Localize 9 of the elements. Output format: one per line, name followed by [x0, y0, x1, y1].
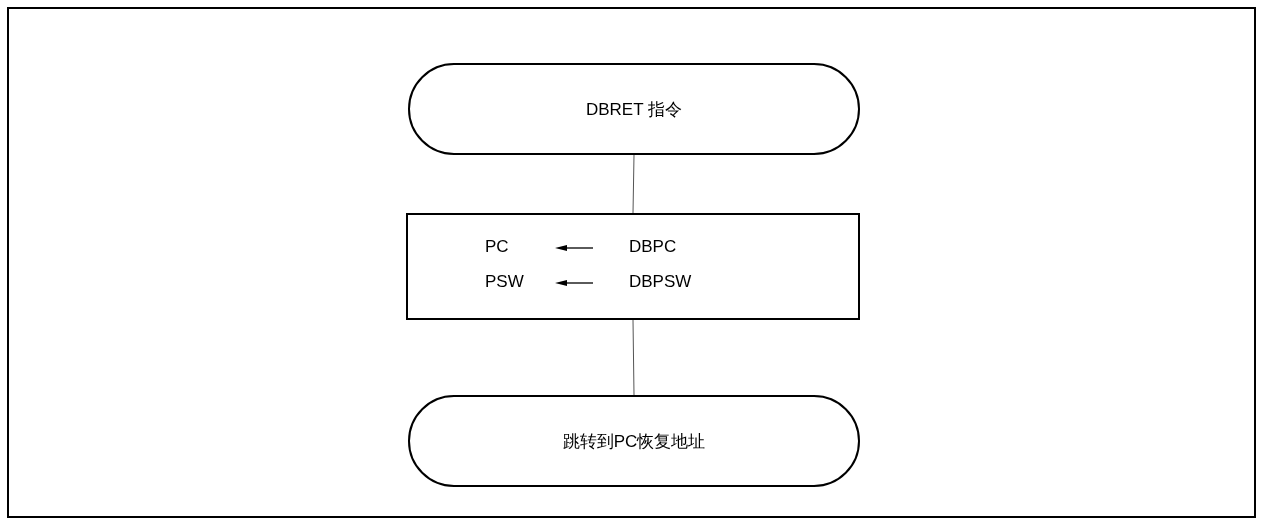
- register-name: PC: [485, 237, 509, 257]
- node-text: DBRET 指令: [585, 98, 682, 121]
- node-text: 跳转到PC恢复地址: [562, 430, 706, 453]
- source-register: DBPC: [629, 237, 677, 257]
- source-register: DBPSW: [629, 272, 692, 292]
- register-name: PSW: [485, 272, 524, 292]
- process-box: [406, 213, 860, 320]
- connector-line: [632, 154, 635, 214]
- connector-line: [632, 319, 635, 396]
